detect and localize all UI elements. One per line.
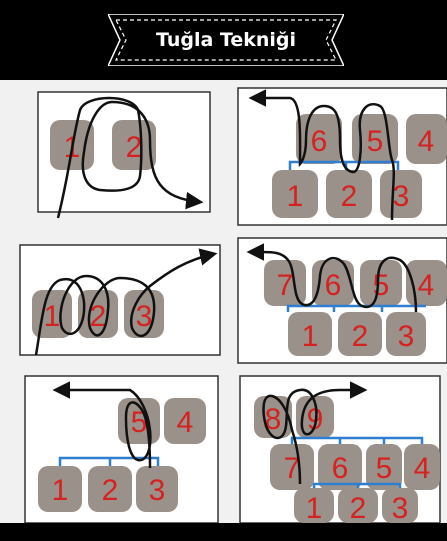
bead-label: 3 bbox=[149, 474, 166, 507]
diagram-sheet: 1 2 6 5 4 1 2 3 bbox=[0, 80, 447, 523]
bead-label: 3 bbox=[392, 492, 409, 523]
bead-label: 1 bbox=[44, 300, 61, 333]
bead-label: 1 bbox=[287, 180, 304, 213]
brick-stitch-diagrams: 1 2 6 5 4 1 2 3 bbox=[0, 80, 447, 523]
bottom-bar bbox=[0, 523, 447, 541]
panel-step-2: 6 5 4 1 2 3 bbox=[238, 88, 447, 225]
bead-label: 2 bbox=[102, 474, 119, 507]
bead-label: 7 bbox=[277, 269, 294, 302]
bead-label: 4 bbox=[418, 125, 435, 158]
bead-label: 6 bbox=[311, 125, 328, 158]
bead-label: 4 bbox=[418, 269, 435, 302]
panel-step-6: 8 9 7 6 5 4 1 2 3 bbox=[240, 376, 440, 523]
banner-title: Tuğla Tekniği bbox=[108, 14, 344, 66]
bead-label: 2 bbox=[352, 320, 369, 353]
bead-label: 3 bbox=[398, 320, 415, 353]
title-banner: Tuğla Tekniği bbox=[0, 0, 447, 78]
panel-step-3: 1 2 3 bbox=[20, 245, 220, 355]
bead-label: 2 bbox=[350, 492, 367, 523]
bead-label: 6 bbox=[332, 452, 349, 485]
bead-label: 1 bbox=[52, 474, 69, 507]
panel-step-1: 1 2 bbox=[38, 92, 210, 218]
bead-label: 5 bbox=[367, 125, 384, 158]
bead-label: 3 bbox=[393, 180, 410, 213]
bead-label: 1 bbox=[306, 492, 323, 523]
panel-step-4: 7 6 5 4 1 2 3 bbox=[238, 238, 447, 363]
bead-label: 6 bbox=[325, 269, 342, 302]
bead-label: 4 bbox=[177, 406, 194, 439]
panel-step-5: 5 4 1 2 3 bbox=[25, 376, 218, 523]
bead-label: 2 bbox=[341, 180, 358, 213]
bead-label: 5 bbox=[376, 452, 393, 485]
bead-label: 4 bbox=[414, 452, 431, 485]
bead-label: 1 bbox=[302, 320, 319, 353]
